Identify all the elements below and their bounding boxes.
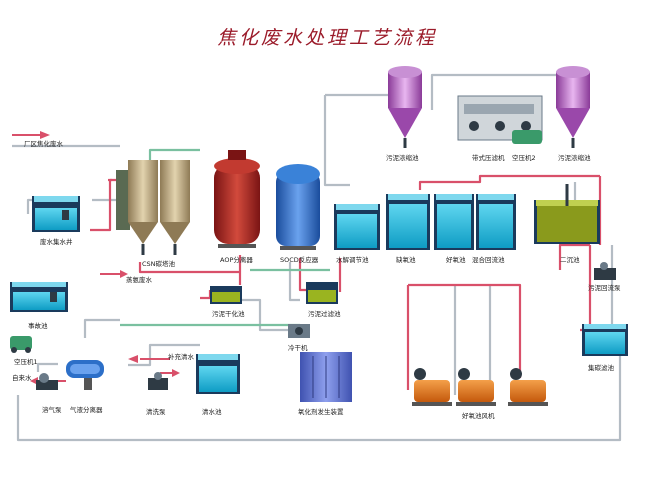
sludge-thickener-right-label: 污泥浓缩池 [558,153,591,162]
inflow-label-tap: 自来水 [12,373,32,382]
clean-tank-label: 清水池 [202,407,222,416]
air-compressor-1-label: 空压机1 [14,357,38,366]
cooler-unit [288,324,310,338]
anoxic-tank-unit [386,194,430,250]
sludge-return-pump-label: 污泥回流泵 [588,283,621,292]
gas-liquid-separator-unit [66,360,104,390]
air-compressor-2-unit [512,130,542,144]
csn-tower-label: CSN碳塔池 [142,259,176,268]
socd-reactor-label: SOCD反应器 [280,255,319,264]
equalization-tank-unit [334,204,380,250]
mixed-reflux-tank-label: 混合回流池 [472,255,505,264]
csn-tower-unit [116,160,190,255]
cooler-label: 冷干机 [288,343,308,352]
sludge-filter-tank-unit [306,282,338,304]
air-compressor-1-unit [10,336,32,353]
gas-liquid-separator-label: 气液分离器 [70,405,103,414]
air-compressor-2-label: 空压机2 [512,153,536,162]
page-title: 焦化废水处理工艺流程 [217,27,437,49]
clean-pump-label: 清洗泵 [146,407,166,416]
aeration-blowers-unit [412,368,548,406]
carbon-filter-tank-label: 集碳滤池 [588,363,615,372]
aeration-blowers-label: 好氧池风机 [462,411,495,420]
clean-pump-unit [148,372,168,390]
sludge-filter-tank-label: 污泥过滤池 [308,309,341,318]
ozone-generator-label: 氧化剂发生装置 [298,407,344,416]
aerobic-tank-unit [434,194,474,250]
ozone-generator-unit [300,352,352,402]
sludge-return-pump-unit [594,262,616,280]
inflow-label-stripper: 蒸氨废水 [126,275,153,284]
aop-separator-label: AOP分离器 [220,255,253,264]
anoxic-tank-label: 缺氧池 [396,255,416,264]
equalization-tank-label: 水解调节池 [336,255,369,264]
aop-separator-unit [214,150,260,248]
raw-sump-unit [32,196,80,232]
belt-press-label: 带式压滤机 [472,153,505,162]
gas-pump-unit [36,373,58,390]
inflow-label-makeup: 补充清水 [168,352,195,361]
sludge-thickener-left-label: 污泥浓缩池 [386,153,419,162]
secondary-clarifier-label: 二沉池 [560,255,580,264]
accident-tank-label: 事故池 [28,321,48,330]
accident-tank-unit [10,282,68,312]
sludge-thickener-right-unit [556,66,590,148]
raw-sump-label: 废水集水井 [40,237,73,246]
clean-tank-unit [196,354,240,394]
sludge-dryer-tank-label: 污泥干化池 [212,309,245,318]
sludge-thickener-left-unit [388,66,422,148]
mixed-reflux-tank-unit [476,194,516,250]
socd-reactor-unit [276,164,320,250]
carbon-filter-tank-unit [582,324,628,356]
inflow-label-plant: 厂区焦化废水 [24,139,64,148]
secondary-clarifier-unit [534,184,600,244]
aerobic-tank-label: 好氧池 [446,255,466,264]
gas-pump-label: 溶气泵 [42,405,62,414]
sludge-dryer-tank-unit [210,286,242,304]
